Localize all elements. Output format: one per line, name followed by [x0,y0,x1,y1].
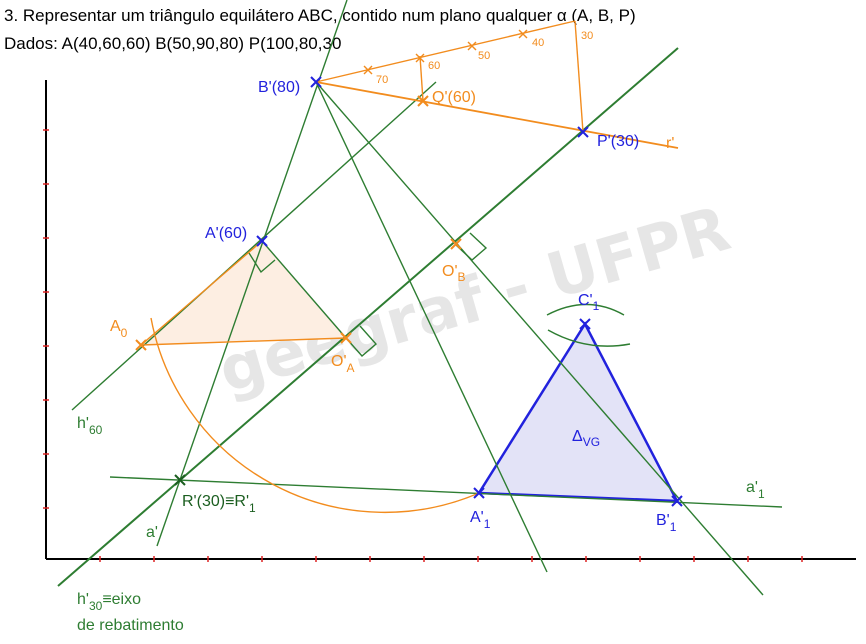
a-prime-line [156,0,348,547]
shaded-triangle [141,241,346,345]
point-oa [340,332,352,344]
label-delta-vg: ΔVG [572,428,600,449]
scale-line [315,20,576,83]
perp-a-segment [261,240,347,339]
right-angle-ob [455,232,488,261]
label-q-prime: Q'(60) [432,89,476,106]
point-r30 [174,474,186,486]
label-r-prime: r' [666,135,674,152]
perp-line-1 [315,81,548,573]
scale-num-40: 40 [532,37,544,49]
scale-mark [363,65,373,75]
label-a0: A0 [110,318,128,340]
point-c1 [579,318,591,330]
label-c1: C'1 [578,292,600,313]
point-p-prime [577,126,589,138]
label-b1: B'1 [656,512,677,534]
label-a-prime: A'(60) [205,225,247,242]
axis-ticks [43,129,803,562]
label-a1: A'1 [470,509,491,531]
scale-num-50: 50 [478,50,490,62]
scale-mark [518,29,528,39]
label-a-line: a' [146,524,158,541]
rotation-arc [150,317,480,514]
label-p-prime: P'(30) [597,133,639,150]
label-rebatimento: de rebatimento [77,617,184,634]
scale-num-60: 60 [428,60,440,72]
arc-c1-top [546,303,625,316]
a0-segment-2 [140,337,347,346]
scale-marks [363,29,528,75]
a1-line [109,476,783,508]
label-r30: R'(30)≡R'1 [182,493,256,515]
label-oa: O'A [331,353,355,375]
point-q-prime [417,95,429,107]
right-angle-oa [345,325,377,357]
h30-line [57,47,679,587]
scale-mark [415,53,425,63]
r-prime-line [315,81,679,149]
scale-num-30: 30 [581,30,593,42]
right-angle-a [248,252,276,274]
point-ob [450,238,462,250]
h60-line [71,81,437,411]
label-h30: h'30≡eixo [77,591,141,613]
point-a1 [473,487,485,499]
label-b-prime: B'(80) [258,79,300,96]
label-a1-line: a'1 [746,479,765,501]
arc-c1-bottom [547,329,631,347]
exercise-title: 3. Representar um triângulo equilátero A… [4,6,636,25]
scale-mark [467,41,477,51]
point-b-prime [310,76,322,88]
a0-segment-1 [140,240,263,346]
label-h60: h'60 [77,415,103,437]
true-size-triangle [476,321,680,503]
scale-num-70: 70 [376,74,388,86]
scale-connector-q [419,55,424,102]
perp-line-2 [315,81,764,596]
label-ob: O'B [442,263,466,284]
given-data: Dados: A(40,60,60) B(50,90,80) P(100,80,… [4,34,342,53]
scale-connector-p [574,20,584,133]
point-a-prime [256,235,268,247]
point-a0 [135,339,147,351]
point-b1 [671,495,683,507]
